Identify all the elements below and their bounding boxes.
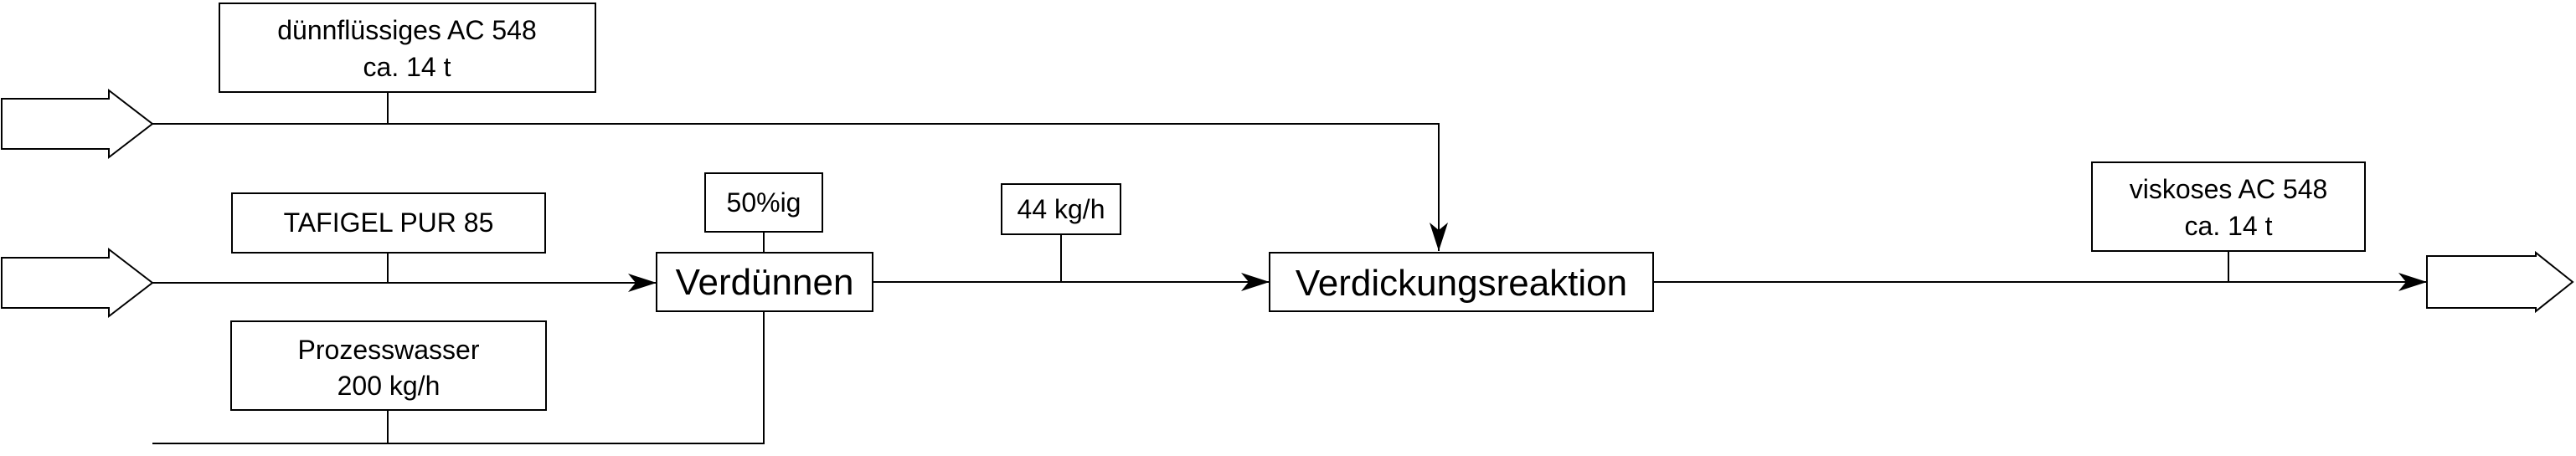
feed-arrow-ac-thin: [1, 88, 154, 160]
ac-thin-amount: ca. 14 t: [363, 52, 451, 82]
tafigel-name: TAFIGEL PUR 85: [284, 208, 494, 238]
flow-box-diluted: 44 kg/h: [1001, 183, 1121, 235]
product-arrow-output: [2426, 250, 2574, 314]
output-amount: ca. 14 t: [2185, 211, 2273, 241]
dilute-concentration: 50%ig: [727, 187, 801, 218]
dilute-label: Verdünnen: [676, 262, 854, 303]
diluted-flow-rate: 44 kg/h: [1018, 194, 1105, 224]
label-box-tafigel: TAFIGEL PUR 85: [231, 192, 546, 254]
label-box-output: viskoses AC 548 ca. 14 t: [2091, 161, 2366, 252]
thicken-label: Verdickungsreaktion: [1296, 263, 1627, 304]
label-box-ac-thin: dünnflüssiges AC 548 ca. 14 t: [219, 3, 596, 93]
ac-thin-name: dünnflüssiges AC 548: [277, 15, 537, 45]
process-box-thicken: Verdickungsreaktion: [1269, 252, 1654, 312]
stream-line-water: [152, 269, 773, 444]
process-box-dilute: Verdünnen: [656, 252, 873, 312]
label-box-water: Prozesswasser 200 kg/h: [230, 320, 547, 411]
output-name: viskoses AC 548: [2130, 174, 2328, 204]
note-box-dilute: 50%ig: [704, 172, 823, 233]
stream-line-ac-thin: [152, 123, 1448, 251]
water-amount: 200 kg/h: [337, 371, 440, 401]
water-name: Prozesswasser: [298, 335, 480, 365]
feed-arrow-tafigel: [1, 247, 154, 319]
